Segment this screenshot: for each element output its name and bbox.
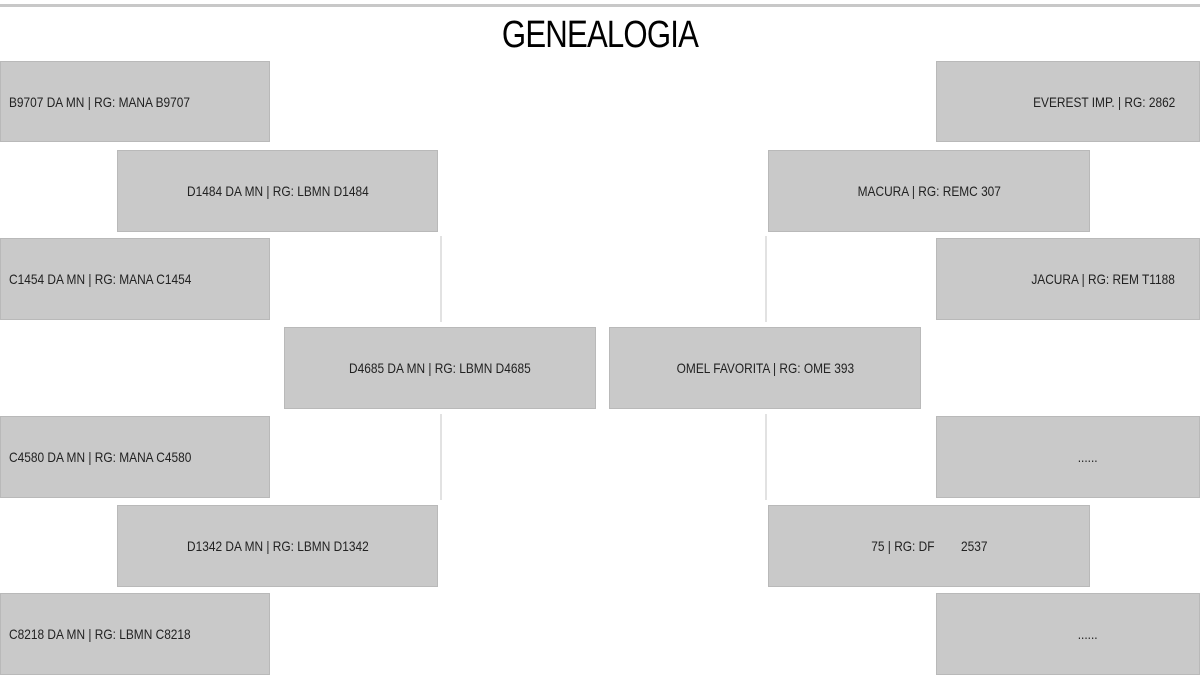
dam-gen2-label-2: 75 | RG: DF 2537: [870, 538, 988, 554]
top-rule: [0, 4, 1200, 7]
dam-gen1-label: OMEL FAVORITA | RG: OME 393: [676, 360, 854, 376]
sire-gen2-box-1[interactable]: D1484 DA MN | RG: LBMN D1484: [117, 150, 438, 232]
sire-gen3-box-3[interactable]: C4580 DA MN | RG: MANA C4580: [0, 416, 270, 498]
sire-gen3-label-1: B9707 DA MN | RG: MANA B9707: [9, 93, 191, 110]
sire-gen3-box-4[interactable]: C8218 DA MN | RG: LBMN C8218: [0, 593, 270, 675]
sire-gen1-label: D4685 DA MN | RG: LBMN D4685: [349, 360, 531, 376]
dam-gen2-box-1[interactable]: MACURA | RG: REMC 307: [768, 150, 1090, 232]
sire-gen3-label-2: C1454 DA MN | RG: MANA C1454: [9, 271, 192, 287]
sire-gen3-label-4: C8218 DA MN | RG: LBMN C8218: [9, 626, 191, 642]
page-title: GENEALOGIA: [501, 14, 699, 56]
dam-gen3-label-1: EVEREST IMP. | RG: 2862: [1032, 93, 1175, 110]
dam-gen2-label-1: MACURA | RG: REMC 307: [857, 183, 1001, 199]
sire-gen3-box-1[interactable]: B9707 DA MN | RG: MANA B9707: [0, 61, 270, 142]
sire-gen2-label-2: D1342 DA MN | RG: LBMN D1342: [186, 538, 369, 554]
dam-gen1-box[interactable]: OMEL FAVORITA | RG: OME 393: [609, 327, 921, 409]
dam-gen3-label-2: JACURA | RG: REM T1188: [1031, 271, 1175, 287]
sire-gen2-box-2[interactable]: D1342 DA MN | RG: LBMN D1342: [117, 505, 438, 587]
sire-gen3-box-2[interactable]: C1454 DA MN | RG: MANA C1454: [0, 238, 270, 320]
sire-connector-lower: [440, 414, 442, 500]
dam-gen2-box-2[interactable]: 75 | RG: DF 2537: [768, 505, 1090, 587]
dam-gen3-box-3[interactable]: ......: [936, 416, 1200, 498]
dam-connector-lower: [765, 414, 767, 500]
dam-gen3-label-4: ......: [1078, 626, 1098, 642]
dam-gen3-box-1[interactable]: EVEREST IMP. | RG: 2862: [936, 61, 1200, 142]
sire-gen3-label-3: C4580 DA MN | RG: MANA C4580: [9, 449, 192, 465]
sire-gen2-label-1: D1484 DA MN | RG: LBMN D1484: [186, 183, 369, 199]
sire-connector-upper: [440, 236, 442, 322]
dam-gen3-box-2[interactable]: JACURA | RG: REM T1188: [936, 238, 1200, 320]
sire-gen1-box[interactable]: D4685 DA MN | RG: LBMN D4685: [284, 327, 596, 409]
dam-gen3-label-3: ......: [1078, 449, 1098, 465]
dam-connector-upper: [765, 236, 767, 322]
dam-gen3-box-4[interactable]: ......: [936, 593, 1200, 675]
